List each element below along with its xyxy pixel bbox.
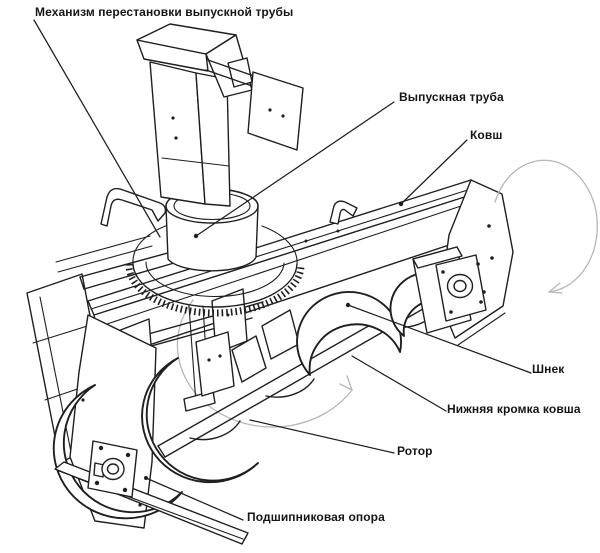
label-rotor: Ротор — [397, 444, 433, 458]
rotor-blade — [261, 309, 300, 360]
leader-auger — [347, 304, 532, 374]
right-bearing-assembly — [412, 246, 487, 334]
leader-lines — [33, 19, 532, 521]
lift-hook-left — [100, 187, 167, 227]
leader-rotor — [249, 419, 395, 454]
leader-discharge-pipe — [195, 101, 395, 237]
label-discharge-pipe: Выпускная труба — [399, 90, 504, 104]
bearing-support-flange — [87, 440, 148, 498]
label-bucket: Ковш — [470, 128, 503, 142]
rotation-arrow-right-icon — [494, 159, 598, 294]
rotor-blade — [231, 335, 267, 383]
auger-flight — [52, 384, 183, 520]
rotor-group — [183, 305, 300, 412]
leader-chute-mechanism — [33, 19, 161, 238]
lift-hook-right — [329, 200, 358, 225]
discharge-pipe-body — [149, 61, 231, 207]
chute-pivot-bracket — [205, 59, 304, 151]
leader-bearing-support — [145, 477, 244, 521]
label-auger: Шнек — [532, 362, 565, 376]
leader-bucket-lower-edge — [351, 355, 447, 412]
label-chute-mechanism: Механизм перестановки выпускной трубы — [35, 5, 294, 19]
chute-rotation-ring-gear — [125, 224, 305, 317]
label-bearing-support: Подшипниковая опора — [247, 510, 385, 524]
chute-assembly — [125, 23, 305, 317]
leader-bucket — [400, 139, 468, 205]
label-bucket-lower-edge: Нижняя кромка ковша — [447, 402, 581, 416]
auger-flight — [141, 357, 259, 484]
